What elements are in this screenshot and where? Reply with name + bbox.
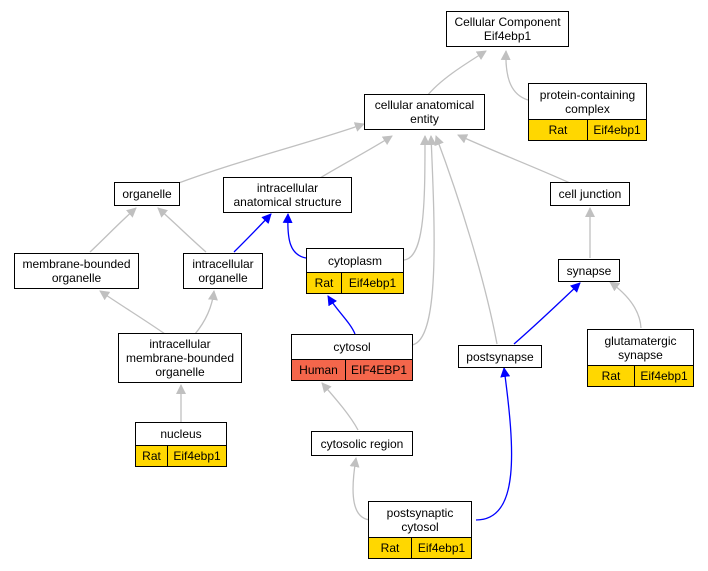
node-label-line: cell junction	[558, 187, 622, 201]
node-cellular-component-root[interactable]: Cellular Component Eif4ebp1	[446, 11, 569, 47]
node-cell-junction[interactable]: cell junction	[550, 182, 630, 206]
node-label-line: Cellular Component	[454, 15, 561, 29]
node-label-line: protein-containing	[539, 87, 636, 102]
node-label-line: intracellular	[149, 337, 211, 351]
edge-cae-to-root	[426, 50, 487, 97]
edge-io-to-ias	[233, 213, 272, 253]
edge-cytosol-to-cae	[411, 135, 437, 346]
node-label-line: organelle	[51, 271, 102, 285]
node-label-line: cytosolic region	[320, 436, 404, 451]
gene-cell: Eif4ebp1	[167, 446, 226, 466]
node-label-line: cytoplasm	[327, 253, 383, 268]
edge-cr-to-cytosol	[321, 382, 359, 431]
node-label-line: anatomical structure	[233, 195, 342, 209]
node-label-line: membrane-bounded	[125, 351, 235, 365]
species-cell: Rat	[307, 273, 341, 293]
edge-postsynapse-to-synapse	[513, 282, 581, 345]
node-label-line: organelle	[198, 271, 248, 285]
edge-cj-to-cae	[457, 134, 571, 184]
edge-pcc-to-root	[500, 50, 529, 101]
edge-ias-to-cae	[319, 135, 393, 179]
node-cytoplasm[interactable]: cytoplasm Rat Eif4ebp1	[306, 248, 404, 294]
node-label-line: organelle	[155, 365, 205, 379]
node-label-line: postsynapse	[466, 349, 534, 364]
edge-cytoplasm-to-ias	[282, 213, 307, 259]
species-cell: Rat	[529, 120, 587, 140]
edge-organelle-to-cae	[175, 122, 365, 185]
node-intracellular-membrane-bounded-organelle[interactable]: intracellular membrane-bounded organelle	[118, 333, 242, 383]
node-intracellular-anatomical-structure[interactable]: intracellular anatomical structure	[223, 177, 352, 213]
node-label-line: postsynaptic	[386, 505, 454, 520]
species-cell: Rat	[136, 446, 167, 466]
node-label-line: synapse	[618, 347, 663, 362]
species-cell: Rat	[588, 366, 634, 386]
edge-mbo-to-organelle	[89, 207, 137, 253]
node-label-line: organelle	[122, 187, 172, 201]
edge-cytosol-to-cytoplasm	[327, 295, 356, 335]
gene-cell: EIF4EBP1	[345, 360, 412, 380]
node-protein-containing-complex[interactable]: protein-containing complex Rat Eif4ebp1	[528, 83, 647, 141]
gene-cell: Eif4ebp1	[587, 120, 646, 140]
node-synapse[interactable]: synapse	[558, 259, 620, 282]
node-intracellular-organelle[interactable]: intracellular organelle	[183, 253, 263, 289]
edge-io-to-organelle	[157, 207, 207, 253]
node-nucleus[interactable]: nucleus Rat Eif4ebp1	[135, 422, 227, 467]
node-label-line: intracellular	[256, 181, 319, 195]
edge-imbo-to-io	[194, 290, 218, 335]
gene-cell: Eif4ebp1	[341, 273, 403, 293]
species-cell: Human	[292, 360, 345, 380]
node-label-line: cytosol	[333, 340, 371, 354]
gene-cell: Eif4ebp1	[411, 538, 471, 558]
edge-cytoplasm-to-cae	[403, 135, 430, 261]
node-label-line: nucleus	[160, 427, 202, 441]
node-cytosolic-region[interactable]: cytosolic region	[311, 431, 413, 456]
edge-psc-to-cr	[349, 457, 373, 521]
node-organelle[interactable]: organelle	[114, 182, 180, 206]
node-label-line: cellular anatomical	[374, 98, 475, 112]
node-label-line: intracellular	[192, 257, 254, 271]
edge-psc-to-postsynapse	[475, 367, 513, 521]
edge-postsynapse-to-cae	[434, 135, 498, 345]
species-cell: Rat	[369, 538, 411, 558]
node-label-line: synapse	[566, 263, 612, 278]
node-label-line: cytosol	[401, 519, 439, 534]
node-label-line: Eif4ebp1	[483, 29, 532, 43]
node-glutamatergic-synapse[interactable]: glutamatergic synapse Rat Eif4ebp1	[587, 329, 694, 387]
node-postsynaptic-cytosol[interactable]: postsynaptic cytosol Rat Eif4ebp1	[368, 501, 472, 559]
node-label-line: glutamatergic	[604, 333, 677, 348]
node-label-line: entity	[410, 112, 439, 126]
node-label-line: membrane-bounded	[22, 257, 131, 271]
node-postsynapse[interactable]: postsynapse	[458, 345, 542, 368]
node-label-line: complex	[565, 101, 610, 116]
node-cytosol[interactable]: cytosol Human EIF4EBP1	[291, 334, 413, 381]
node-membrane-bounded-organelle[interactable]: membrane-bounded organelle	[14, 253, 139, 289]
node-cellular-anatomical-entity[interactable]: cellular anatomical entity	[364, 94, 485, 130]
edge-imbo-to-mbo	[99, 290, 166, 335]
edge-glut-to-synapse	[609, 281, 642, 329]
gene-cell: Eif4ebp1	[634, 366, 693, 386]
